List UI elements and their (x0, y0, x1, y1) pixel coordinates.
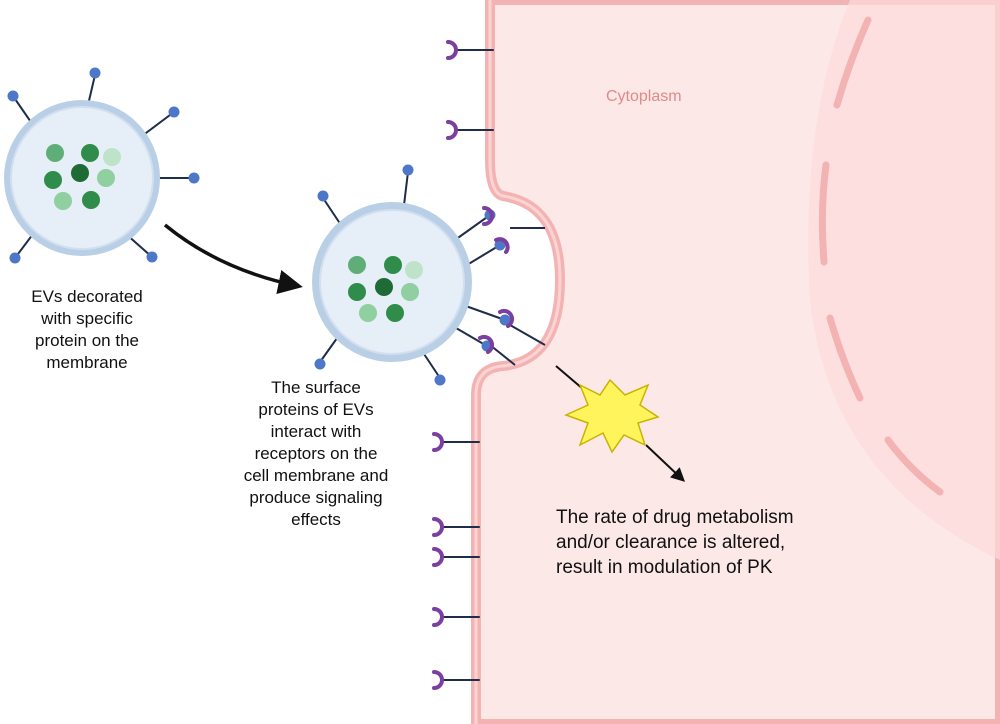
outcome-line-2: and/or clearance is altered, (556, 532, 786, 553)
cytoplasm-label: Cytoplasm (606, 88, 682, 105)
outcome-line-3: result in modulation of PK (556, 557, 773, 578)
transfer-arrow (163, 223, 303, 295)
outcome-line-1: The rate of drug metabolism (556, 507, 794, 528)
surface-line-1: The surface (271, 378, 361, 397)
cell-membrane-inner (474, 0, 562, 724)
ev-decorated-line-1: EVs decorated (31, 287, 143, 306)
surface-interaction-label: The surface proteins of EVs interact wit… (226, 377, 406, 531)
outcome-label: The rate of drug metabolism and/or clear… (556, 505, 856, 580)
surface-line-6: produce signaling (249, 488, 383, 507)
ev-decorated-line-3: protein on the (35, 331, 139, 350)
receptors-membrane (432, 40, 494, 690)
nucleus-region (808, 0, 1000, 560)
ev-decorated-line-2: with specific (41, 309, 133, 328)
surface-line-7: effects (291, 510, 341, 529)
signal-starburst (564, 378, 660, 454)
receptors-bound (478, 206, 515, 354)
surface-line-5: cell membrane and (243, 466, 389, 485)
ev-decorated-line-4: membrane (46, 353, 128, 372)
ev-docking (312, 164, 546, 386)
surface-line-2: proteins of EVs (258, 400, 374, 419)
signal-arrow-out (645, 444, 686, 482)
ev-free (4, 67, 200, 264)
ev-decorated-label: EVs decorated with specific protein on t… (12, 286, 162, 374)
surface-line-3: interact with (270, 422, 362, 441)
surface-line-4: receptors on the (254, 444, 378, 463)
nuclear-envelope (818, 16, 944, 496)
